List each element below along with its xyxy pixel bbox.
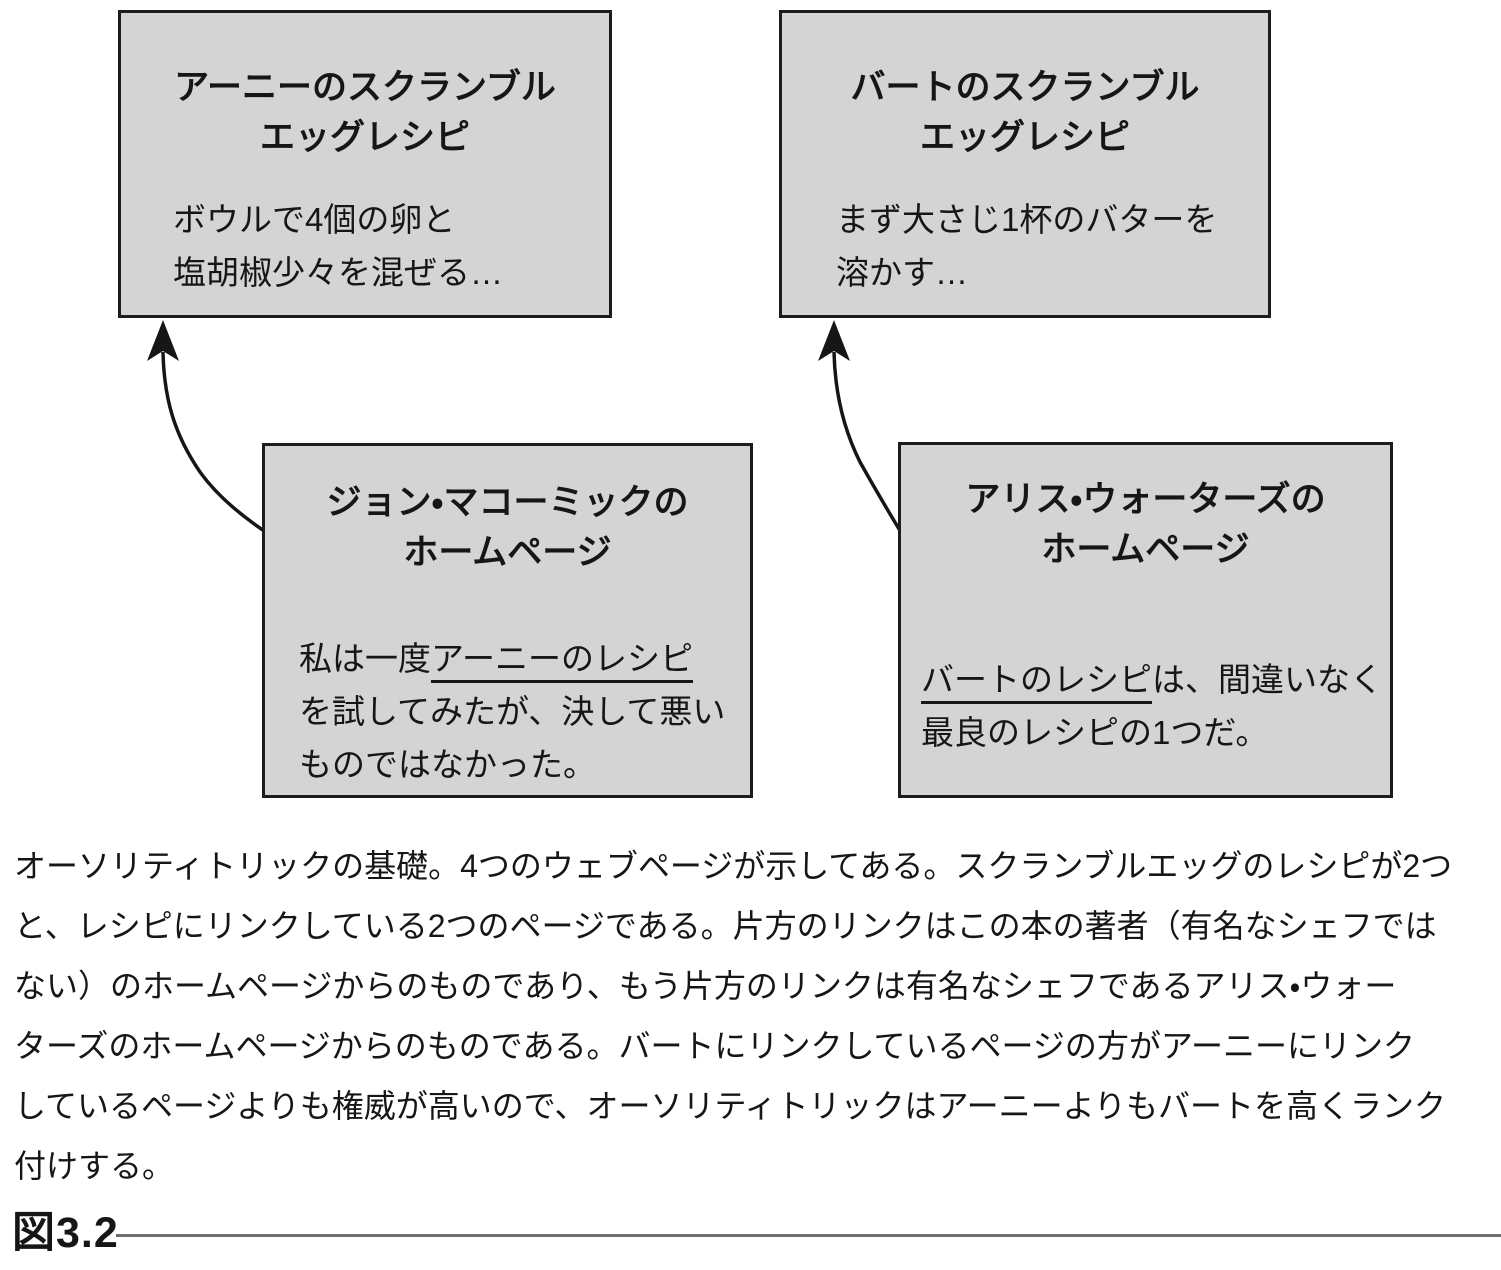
alice-homepage-title-line1: アリス・ウォーターズの xyxy=(965,480,1326,519)
figure-rule-line xyxy=(116,1234,1501,1237)
arnie-recipe-body: ボウルで4個の卵と 塩胡椒少々を混ぜる… xyxy=(173,193,503,299)
hyperlink-text-arnie-recipe: アーニーのレシピ xyxy=(431,640,694,683)
john-homepage-title: ジョン・マコーミックの ホームページ xyxy=(265,478,750,578)
arnie-recipe-title-line1: アーニーのスクランブル xyxy=(174,68,556,107)
webpage-box-arnie-recipe: アーニーのスクランブル エッグレシピ ボウルで4個の卵と 塩胡椒少々を混ぜる… xyxy=(118,10,612,318)
webpage-box-john-homepage: ジョン・マコーミックの ホームページ 私は一度アーニーのレシピ を試してみたが、… xyxy=(262,443,753,798)
arnie-recipe-title: アーニーのスクランブル エッグレシピ xyxy=(121,63,609,163)
john-homepage-body: 私は一度アーニーのレシピ を試してみたが、決して悪い ものではなかった。 xyxy=(299,632,725,791)
figure-caption: オーソリティトリックの基礎。4つのウェブページが示してある。スクランブルエッグの… xyxy=(14,836,1452,1196)
bert-recipe-body: まず大さじ1杯のバターを 溶かす… xyxy=(836,193,1217,299)
arnie-recipe-body-line1: ボウルで4個の卵と xyxy=(173,201,456,238)
caption-line: オーソリティトリックの基礎。4つのウェブページが示してある。スクランブルエッグの… xyxy=(14,848,1453,884)
alice-homepage-title: アリス・ウォーターズの ホームページ xyxy=(901,475,1390,575)
bert-recipe-title-line1: バートのスクランブル xyxy=(850,68,1200,107)
caption-line: しているページよりも権威が高いので、オーソリティトリックはアーニーよりもバートを… xyxy=(14,1088,1447,1124)
webpage-box-bert-recipe: バートのスクランブル エッグレシピ まず大さじ1杯のバターを 溶かす… xyxy=(779,10,1271,318)
john-homepage-body-line1: 私は一度アーニーのレシピ xyxy=(299,632,725,685)
bert-recipe-body-line2: 溶かす… xyxy=(836,254,968,291)
john-homepage-title-line1: ジョン・マコーミックの xyxy=(326,483,689,522)
john-homepage-body-line3: ものではなかった。 xyxy=(299,746,596,783)
bert-recipe-title-line2: エッグレシピ xyxy=(919,118,1130,157)
hyperlink-text-bert-recipe: バートのレシピ xyxy=(921,661,1152,704)
alice-homepage-title-line2: ホームページ xyxy=(1041,530,1250,569)
bert-recipe-body-line1: まず大さじ1杯のバターを xyxy=(836,201,1218,238)
caption-line: 付けする。 xyxy=(14,1148,175,1184)
figure-number-label: 図3.2 xyxy=(12,1209,119,1257)
arnie-recipe-title-line2: エッグレシピ xyxy=(259,118,470,157)
john-homepage-title-line2: ホームページ xyxy=(403,533,612,572)
bert-recipe-title: バートのスクランブル エッグレシピ xyxy=(782,63,1268,163)
john-body-pre-text: 私は一度 xyxy=(299,640,431,677)
alice-homepage-body: バートのレシピは、間違いなく 最良のレシピの1つだ。 xyxy=(921,653,1383,759)
alice-body-after-link-text: は、間違いなく xyxy=(1152,661,1383,698)
figure-label-row: 図3.2 xyxy=(0,1198,1501,1260)
caption-line: と、レシピにリンクしている2つのページである。片方のリンクはこの本の著者（有名な… xyxy=(14,908,1437,944)
caption-line: ない）のホームページからのものであり、もう片方のリンクは有名なシェフであるアリス… xyxy=(14,968,1397,1004)
webpage-box-alice-homepage: アリス・ウォーターズの ホームページ バートのレシピは、間違いなく 最良のレシピ… xyxy=(898,442,1393,798)
alice-homepage-body-line2: 最良のレシピの1つだ。 xyxy=(921,714,1269,751)
alice-homepage-body-line1: バートのレシピは、間違いなく xyxy=(921,653,1383,706)
caption-line: ターズのホームページからのものである。バートにリンクしているページの方がアーニー… xyxy=(14,1028,1415,1064)
john-homepage-body-line2: を試してみたが、決して悪い xyxy=(299,693,726,730)
arnie-recipe-body-line2: 塩胡椒少々を混ぜる… xyxy=(173,254,503,291)
